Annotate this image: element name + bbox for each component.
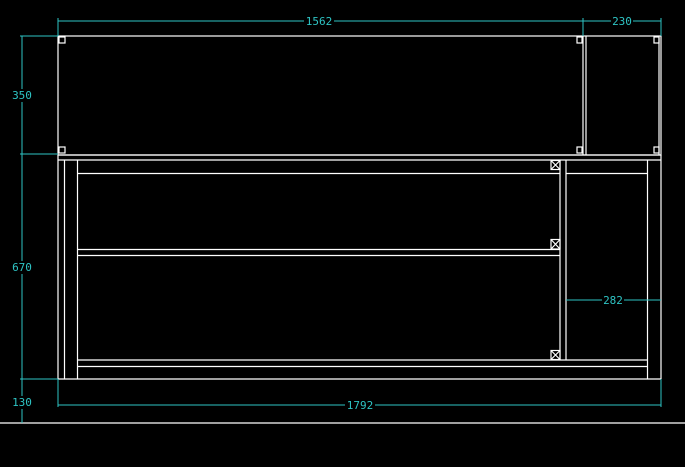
dim-lower-height: 670 <box>12 261 34 274</box>
upper-cabinet <box>57 35 662 156</box>
dim-label: 130 <box>12 396 32 409</box>
hinge-icon <box>58 36 660 154</box>
lower-cabinet <box>57 154 662 380</box>
dim-upper-width: 1562 <box>304 14 334 28</box>
dim-total-width: 1792 <box>345 398 375 412</box>
dim-label: 1792 <box>347 399 374 412</box>
cross-marker-icon <box>550 159 561 361</box>
dim-side-width: 230 <box>611 14 633 28</box>
dim-label: 1562 <box>306 15 333 28</box>
dim-label: 670 <box>12 261 32 274</box>
dim-right-bay-width: 282 <box>602 294 624 307</box>
dim-upper-height: 350 <box>12 89 34 102</box>
dimension-lines <box>20 18 662 423</box>
dim-label: 282 <box>603 294 623 307</box>
dim-label: 350 <box>12 89 32 102</box>
dim-plinth-height: 130 <box>12 396 34 409</box>
dim-label: 230 <box>612 15 632 28</box>
